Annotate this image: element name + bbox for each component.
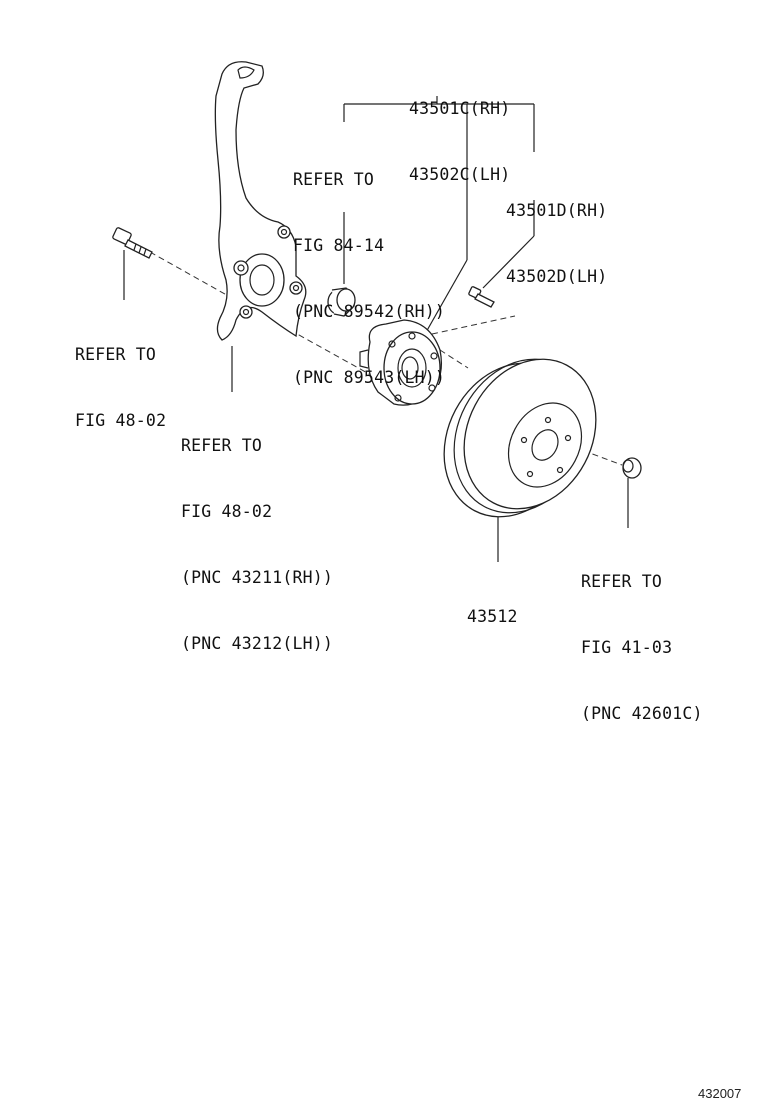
bearing-cap <box>327 287 356 317</box>
steering-knuckle <box>214 61 307 341</box>
callout-nut-ref-line1: REFER TO <box>581 572 663 591</box>
hub-assembly <box>359 319 443 406</box>
leader-lines <box>123 96 629 562</box>
callout-hub-assembly-rh: 43501C(RH) <box>409 99 511 118</box>
callout-nut-ref: REFER TO FIG 41-03 (PNC 42601C) <box>581 527 703 747</box>
callout-hub-assembly-lh: 43502C(LH) <box>409 165 511 184</box>
callout-hub-bolt-rh: 43501D(RH) <box>506 201 608 220</box>
callout-disc-number: 43512 <box>467 607 518 626</box>
knuckle-bolt <box>112 227 153 259</box>
callout-bolt-ref: REFER TO FIG 48-02 <box>75 300 166 454</box>
figure-number: 432007 <box>698 1086 742 1101</box>
wheel-nut <box>622 457 642 479</box>
callout-bearing-ref-line4: (PNC 89543(LH)) <box>293 368 446 387</box>
callout-hub-bolt: 43501D(RH) 43502D(LH) <box>506 156 607 310</box>
brake-disc <box>443 358 597 518</box>
callout-bearing-ref-line2: FIG 84-14 <box>293 236 385 255</box>
callout-knuckle-ref-line4: (PNC 43212(LH)) <box>181 634 334 653</box>
callout-bolt-ref-line1: REFER TO <box>75 345 157 364</box>
callout-hub-assembly: 43501C(RH) 43502C(LH) <box>409 54 510 208</box>
callout-bearing-ref-line3: (PNC 89542(RH)) <box>293 302 446 321</box>
callout-nut-ref-line3: (PNC 42601C) <box>581 704 703 723</box>
callout-nut-ref-line2: FIG 41-03 <box>581 638 673 657</box>
callout-knuckle-ref-line2: FIG 48-02 <box>181 502 273 521</box>
callout-knuckle-ref-line3: (PNC 43211(RH)) <box>181 568 334 587</box>
callout-hub-bolt-lh: 43502D(LH) <box>506 267 608 286</box>
callout-bolt-ref-line2: FIG 48-02 <box>75 411 167 430</box>
callout-disc: 43512 <box>467 562 518 650</box>
callout-knuckle-ref-line1: REFER TO <box>181 436 263 455</box>
callout-knuckle-ref: REFER TO FIG 48-02 (PNC 43211(RH)) (PNC … <box>181 391 333 677</box>
hub-bolt <box>468 286 495 308</box>
callout-bearing-ref: REFER TO FIG 84-14 (PNC 89542(RH)) (PNC … <box>293 125 445 411</box>
callout-bearing-ref-line1: REFER TO <box>293 170 375 189</box>
